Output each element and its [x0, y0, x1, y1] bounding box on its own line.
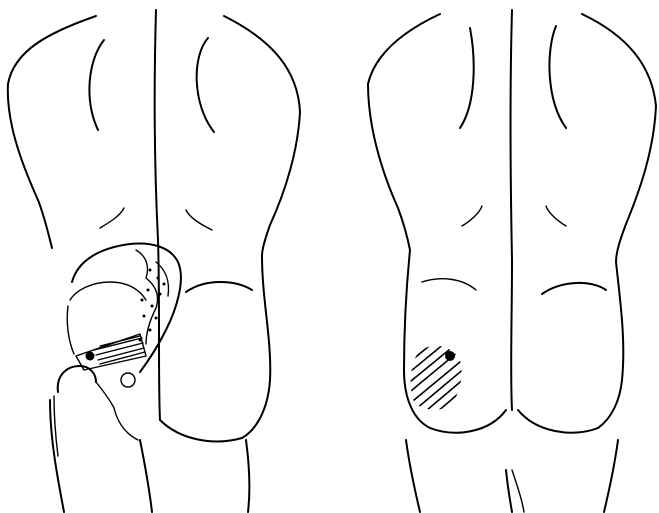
sacrum-dots [139, 269, 166, 342]
trigger-point-marker-left [86, 352, 95, 361]
trigger-point-marker-right [445, 351, 455, 361]
panel-anatomy [8, 10, 300, 512]
left-torso-outline [8, 10, 300, 512]
panel-referred-pain [368, 10, 656, 512]
right-torso-outline [368, 10, 656, 512]
muscle-fibers [76, 334, 146, 370]
